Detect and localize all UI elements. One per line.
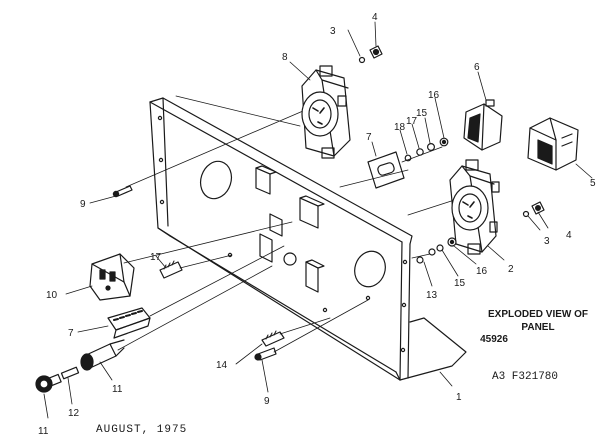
callout-17-left: 17 bbox=[150, 252, 162, 263]
hardware-stack-middle bbox=[404, 137, 449, 162]
callout-16-right: 16 bbox=[476, 266, 488, 277]
receptacle-part-8 bbox=[301, 65, 351, 159]
receptacle-part-2 bbox=[449, 159, 500, 255]
slide-switch-part-7-lower bbox=[107, 307, 151, 339]
callout-17-top: 17 bbox=[406, 116, 418, 127]
callout-leaders bbox=[43, 21, 593, 419]
standoff-part-17 bbox=[159, 260, 183, 279]
screw-part-9-upper bbox=[112, 185, 133, 198]
callout-7-lower: 7 bbox=[68, 328, 74, 339]
callout-1: 1 bbox=[456, 392, 462, 403]
callout-4-right: 4 bbox=[566, 230, 572, 241]
standoff-part-14 bbox=[261, 330, 285, 347]
callout-12: 12 bbox=[68, 408, 80, 419]
hardware-stack-top bbox=[358, 45, 383, 64]
callout-9-lower: 9 bbox=[264, 396, 270, 407]
fuse-holder-part-11 bbox=[80, 339, 125, 371]
fuse-part-12 bbox=[60, 366, 80, 380]
callout-10: 10 bbox=[46, 290, 58, 301]
callout-numbers: 3 4 8 6 18 17 15 16 7 5 4 3 2 16 15 13 1… bbox=[38, 12, 596, 437]
fuse-cap-part-11 bbox=[35, 373, 62, 393]
callout-14: 14 bbox=[216, 360, 228, 371]
reference-code: A3 F321780 bbox=[492, 371, 559, 383]
title-line-1: EXPLODED VIEW OF bbox=[487, 309, 588, 320]
screw-part-9-lower bbox=[254, 347, 277, 361]
callout-8: 8 bbox=[282, 52, 288, 63]
callout-18: 18 bbox=[394, 122, 406, 133]
callout-7-upper: 7 bbox=[366, 132, 372, 143]
callout-5: 5 bbox=[590, 178, 596, 189]
rocker-switch-part-6 bbox=[463, 99, 503, 151]
callout-13: 13 bbox=[426, 290, 438, 301]
callout-11-right: 11 bbox=[112, 384, 123, 395]
callout-9-upper: 9 bbox=[80, 199, 86, 210]
callout-2: 2 bbox=[508, 264, 514, 275]
callout-6: 6 bbox=[474, 62, 480, 73]
callout-15-top: 15 bbox=[416, 108, 428, 119]
title-line-2: PANEL bbox=[521, 322, 555, 333]
callout-3-top: 3 bbox=[330, 26, 336, 37]
date-label: AUGUST, 1975 bbox=[96, 424, 188, 436]
callout-4-top: 4 bbox=[372, 12, 378, 23]
hardware-stack-right bbox=[416, 201, 545, 264]
relay-block-part-5 bbox=[527, 117, 579, 171]
callout-15-right: 15 bbox=[454, 278, 466, 289]
callout-11-left: 11 bbox=[38, 426, 49, 437]
assembly-lines bbox=[117, 95, 471, 353]
bracket-plate-part-7-upper bbox=[367, 151, 405, 189]
callout-16-top: 16 bbox=[428, 90, 440, 101]
front-panel bbox=[149, 97, 467, 381]
title-line-3: 45926 bbox=[480, 334, 508, 345]
callout-3-right: 3 bbox=[544, 236, 550, 247]
outlet-cover-part-10 bbox=[89, 253, 135, 301]
